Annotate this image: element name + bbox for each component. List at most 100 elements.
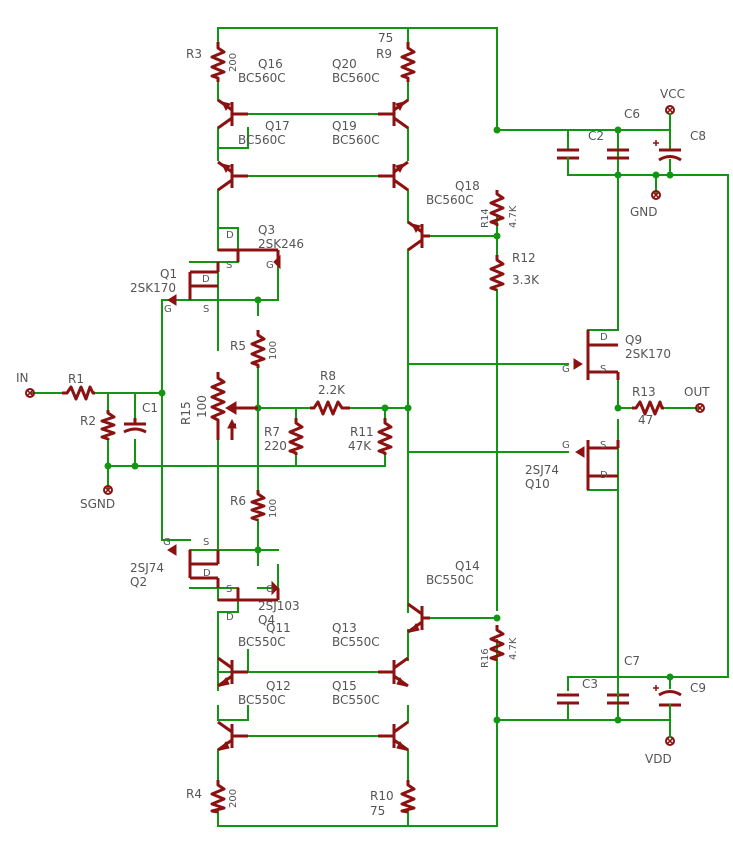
q3-g: G xyxy=(266,260,274,271)
junction-dots xyxy=(104,126,674,724)
label-q2: Q2 xyxy=(130,575,147,589)
label-q14: Q14 xyxy=(455,559,480,573)
label-c8: C8 xyxy=(690,129,706,143)
q16-transistor xyxy=(217,98,248,130)
q3-s: S xyxy=(226,260,232,271)
q1-g: G xyxy=(164,304,172,315)
q9-s: S xyxy=(600,364,606,375)
q20-transistor xyxy=(378,98,409,130)
q4-d: D xyxy=(226,612,234,623)
label-q18: Q18 xyxy=(455,179,480,193)
value-r6: 100 xyxy=(268,499,279,518)
sgnd-terminal xyxy=(103,485,113,495)
r11-resistor xyxy=(377,418,393,455)
label-r11: R11 xyxy=(350,425,374,439)
value-q16: BC560C xyxy=(238,71,286,85)
r15-potentiometer xyxy=(210,372,226,440)
label-c1: C1 xyxy=(142,401,158,415)
value-q9: 2SK170 xyxy=(625,347,671,361)
value-q4: 2SJ103 xyxy=(258,599,300,613)
label-q16: Q16 xyxy=(258,57,283,71)
c7-capacitor xyxy=(607,679,629,705)
gnd-terminal xyxy=(651,190,661,200)
q13-transistor xyxy=(378,656,409,688)
label-vdd: VDD xyxy=(645,752,672,766)
label-vcc: VCC xyxy=(660,87,685,101)
value-q20: BC560C xyxy=(332,71,380,85)
label-r4: R4 xyxy=(186,787,202,801)
r1-resistor xyxy=(62,385,95,401)
label-r10: R10 xyxy=(370,789,394,803)
label-q3: Q3 xyxy=(258,223,275,237)
q19-transistor xyxy=(378,160,409,192)
label-r1: R1 xyxy=(68,372,84,386)
label-q11: Q11 xyxy=(266,621,291,635)
value-r13: 47 xyxy=(638,413,653,427)
c6-capacitor xyxy=(607,148,629,160)
in-terminal xyxy=(25,388,35,398)
label-sgnd: SGND xyxy=(80,497,115,511)
q1-transistor xyxy=(167,262,220,306)
c8-capacitor xyxy=(653,140,682,176)
value-q13: BC550C xyxy=(332,635,380,649)
value-q18: BC560C xyxy=(426,193,474,207)
label-q20: Q20 xyxy=(332,57,357,71)
vdd-terminal xyxy=(665,704,675,746)
r4-resistor xyxy=(210,780,226,814)
r7-resistor xyxy=(288,418,304,455)
q17-transistor xyxy=(217,160,248,192)
q10-transistor xyxy=(575,440,620,490)
value-r3: 200 xyxy=(228,53,239,72)
label-c2: C2 xyxy=(588,129,604,143)
q2-s: S xyxy=(203,537,209,548)
q1-s: S xyxy=(203,304,209,315)
q10-d: D xyxy=(600,470,608,481)
r5-resistor xyxy=(250,330,266,368)
label-out: OUT xyxy=(684,385,710,399)
c3-capacitor xyxy=(557,693,579,705)
label-r12: R12 xyxy=(512,251,536,265)
q12-transistor xyxy=(217,720,248,752)
q2-d: D xyxy=(203,568,211,579)
value-q19: BC560C xyxy=(332,133,380,147)
q9-g: G xyxy=(562,364,570,375)
r16-resistor xyxy=(489,625,505,662)
q3-transistor xyxy=(218,248,281,270)
vcc-terminal xyxy=(665,105,675,131)
q4-transistor xyxy=(218,580,280,602)
c2-capacitor xyxy=(557,148,579,176)
label-r2: R2 xyxy=(80,414,96,428)
r2-resistor xyxy=(100,410,116,441)
label-in: IN xyxy=(16,371,29,385)
terminals xyxy=(25,105,705,746)
q1-d: D xyxy=(202,274,210,285)
label-r6: R6 xyxy=(230,494,246,508)
label-q1: Q1 xyxy=(160,267,177,281)
value-q12: BC550C xyxy=(238,693,286,707)
label-r8: R8 xyxy=(320,369,336,383)
label-q4: Q4 xyxy=(258,613,275,627)
label-c3: C3 xyxy=(582,677,598,691)
q9-d: D xyxy=(600,332,608,343)
label-q10: Q10 xyxy=(525,477,550,491)
r6-resistor xyxy=(250,490,266,522)
r10-resistor xyxy=(400,780,416,814)
value-q3: 2SK246 xyxy=(258,237,304,251)
q2-g: G xyxy=(163,537,171,548)
value-r15: 100 xyxy=(195,395,209,418)
label-q15: Q15 xyxy=(332,679,357,693)
text-labels: IN SGND OUT VCC GND VDD R1 R2 C1 R3 200 … xyxy=(16,31,710,818)
label-q12: Q12 xyxy=(266,679,291,693)
label-q19: Q19 xyxy=(332,119,357,133)
value-r9: 75 xyxy=(378,31,393,45)
capacitors xyxy=(123,140,682,707)
q14-transistor xyxy=(407,602,430,634)
r14-resistor xyxy=(489,190,505,226)
value-r5: 100 xyxy=(268,341,279,360)
resistors xyxy=(62,42,664,814)
label-r15: R15 xyxy=(179,401,193,425)
value-q2: 2SJ74 xyxy=(130,561,164,575)
value-q11: BC550C xyxy=(238,635,286,649)
value-r16: 4.7K xyxy=(508,637,519,660)
label-c9: C9 xyxy=(690,681,706,695)
